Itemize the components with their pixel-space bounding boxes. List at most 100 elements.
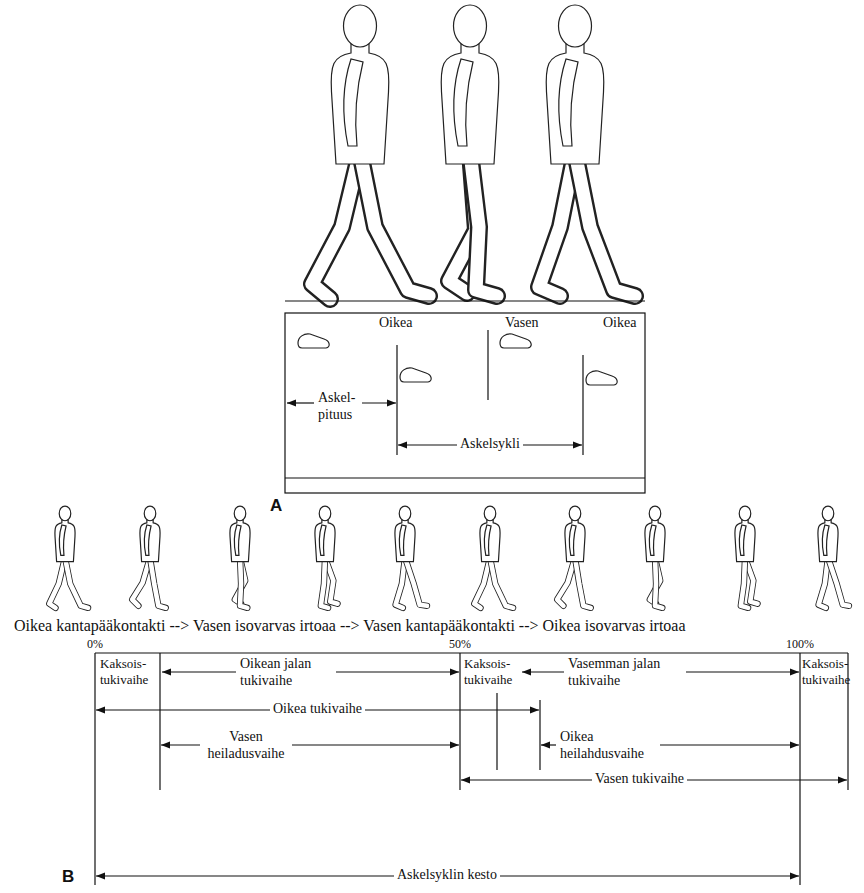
phase-timeline xyxy=(161,744,200,745)
panel-letter: B xyxy=(62,867,74,887)
panel-letter: A xyxy=(270,496,282,516)
walking-figure xyxy=(150,558,166,608)
walking-figure xyxy=(140,506,160,562)
walking-figure xyxy=(735,506,755,562)
walking-figure xyxy=(741,558,748,608)
step-frame xyxy=(487,330,488,400)
walking-figure xyxy=(655,558,662,608)
duration-label: Askelsyklin kesto xyxy=(394,867,500,884)
walking-figure xyxy=(818,506,849,608)
phase-timeline xyxy=(496,693,497,770)
walking-figure xyxy=(312,152,360,299)
walking-figure xyxy=(405,558,427,606)
event-sequence: Oikea kantapääkontakti --> Vasen isovarv… xyxy=(14,616,686,635)
walking-figure xyxy=(470,152,497,296)
walking-figure xyxy=(575,152,635,296)
footprint xyxy=(400,368,431,382)
walking-figure xyxy=(49,558,65,608)
foot-label: Vasen xyxy=(505,315,538,332)
walking-figure xyxy=(490,558,513,608)
step-frame xyxy=(285,477,645,478)
phase-timeline xyxy=(162,671,236,672)
phase-label: Vasemman jalan tukivaihe xyxy=(568,656,680,690)
phase-timeline xyxy=(95,652,848,653)
phase-label: Vasen heiladusvaihe xyxy=(202,729,290,763)
phase-timeline xyxy=(541,744,556,745)
walking-figure xyxy=(49,506,88,608)
footprint xyxy=(586,371,617,385)
walking-figure xyxy=(240,558,247,608)
phase-label: Oikean jalan tukivaihe xyxy=(240,656,332,690)
walking-figure xyxy=(396,558,405,608)
walking-figure xyxy=(230,506,250,608)
walking-figure xyxy=(315,506,338,608)
walking-figure xyxy=(575,152,635,296)
walking-figure xyxy=(557,558,575,606)
foot-label: Oikea xyxy=(603,315,636,332)
walking-figure xyxy=(132,558,150,606)
step-frame xyxy=(285,300,645,301)
walking-figure xyxy=(546,5,604,164)
walking-figure xyxy=(474,558,490,608)
walking-figure xyxy=(360,152,429,296)
dimension-label: Askel- pituus xyxy=(318,390,366,424)
dimension-label: Askelsykli xyxy=(457,436,523,453)
walking-figure xyxy=(441,5,499,164)
step-frame xyxy=(582,355,583,455)
walking-figure xyxy=(315,506,335,562)
phase-timeline xyxy=(95,653,848,885)
footprint xyxy=(298,334,329,348)
walking-figure xyxy=(539,152,575,296)
step-frame xyxy=(396,345,397,455)
walking-figure xyxy=(441,5,499,296)
walking-figure xyxy=(132,506,166,608)
walking-figure xyxy=(395,506,415,562)
phase-timeline xyxy=(336,671,459,672)
walking-figure xyxy=(49,558,65,608)
walking-figure xyxy=(828,558,849,606)
walking-figure xyxy=(150,558,166,608)
phase-timeline xyxy=(686,671,799,672)
walking-figure xyxy=(565,506,585,562)
walking-figure xyxy=(828,558,849,606)
walking-figure xyxy=(645,506,665,608)
step-frame xyxy=(362,402,396,403)
phase-timeline xyxy=(799,653,800,885)
walking-figure xyxy=(470,152,497,296)
phase-timeline xyxy=(522,671,564,672)
walking-figure xyxy=(331,5,389,164)
walking-figure xyxy=(557,558,575,606)
step-frame xyxy=(285,313,645,493)
phase-timeline xyxy=(660,744,799,745)
percent-mark: 0% xyxy=(87,637,103,651)
walking-figure xyxy=(65,558,88,608)
walking-figure xyxy=(230,506,250,562)
phase-timeline xyxy=(94,653,95,885)
walking-figure xyxy=(735,506,758,608)
step-frame xyxy=(285,301,645,493)
walking-figure xyxy=(65,558,88,608)
phase-label: Oikea heilahdusvaihe xyxy=(560,729,656,763)
footprint xyxy=(500,334,531,348)
step-frame xyxy=(287,402,314,403)
walking-figure xyxy=(480,506,500,562)
walking-figure xyxy=(490,558,513,608)
phase-timeline xyxy=(159,653,160,790)
walking-figure xyxy=(312,5,429,299)
foot-label: Oikea xyxy=(379,315,412,332)
phase-label: Kaksois- tukivaihe xyxy=(464,656,520,687)
walking-figure xyxy=(575,558,591,608)
walking-figure xyxy=(474,506,513,608)
walking-figure xyxy=(819,558,828,608)
percent-mark: 100% xyxy=(786,637,814,651)
walking-figure xyxy=(539,152,575,296)
walking-figure xyxy=(321,558,328,608)
percent-mark: 50% xyxy=(449,637,471,651)
walking-figure xyxy=(557,506,591,608)
phase-timeline xyxy=(539,700,540,770)
walking-figure xyxy=(575,558,591,608)
walking-figure xyxy=(405,558,427,606)
walking-figure xyxy=(55,506,75,562)
